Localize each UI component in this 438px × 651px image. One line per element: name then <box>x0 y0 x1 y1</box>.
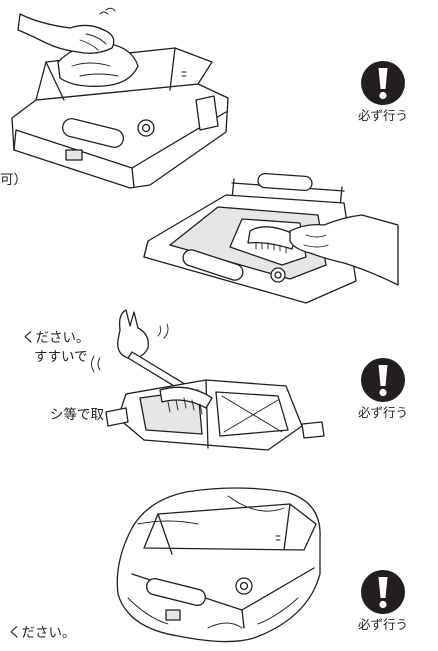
text-fragment-3: すすいで <box>34 349 88 365</box>
text-fragment-4: シ等で取 <box>50 407 104 423</box>
illustration-bagged-storage <box>108 478 338 648</box>
illustration-wipe-exterior <box>0 0 240 195</box>
illustration-brush-plates <box>88 308 328 468</box>
text-fragment-5: ください。 <box>8 625 76 641</box>
mandatory-badge-3: 必ず行う <box>343 569 423 632</box>
badge-label: 必ず行う <box>357 617 408 632</box>
mandatory-badge-1: 必ず行う <box>343 60 423 123</box>
exclamation-mandatory-icon <box>361 570 405 614</box>
text-fragment-1: 可） <box>0 172 27 188</box>
badge-label: 必ず行う <box>357 405 408 420</box>
exclamation-mandatory-icon <box>361 61 405 105</box>
mandatory-badge-2: 必ず行う <box>343 357 423 420</box>
exclamation-mandatory-icon <box>361 358 405 402</box>
illustration-brush-inner <box>130 165 400 310</box>
badge-label: 必ず行う <box>357 108 408 123</box>
text-fragment-2: ください。 <box>22 330 90 346</box>
